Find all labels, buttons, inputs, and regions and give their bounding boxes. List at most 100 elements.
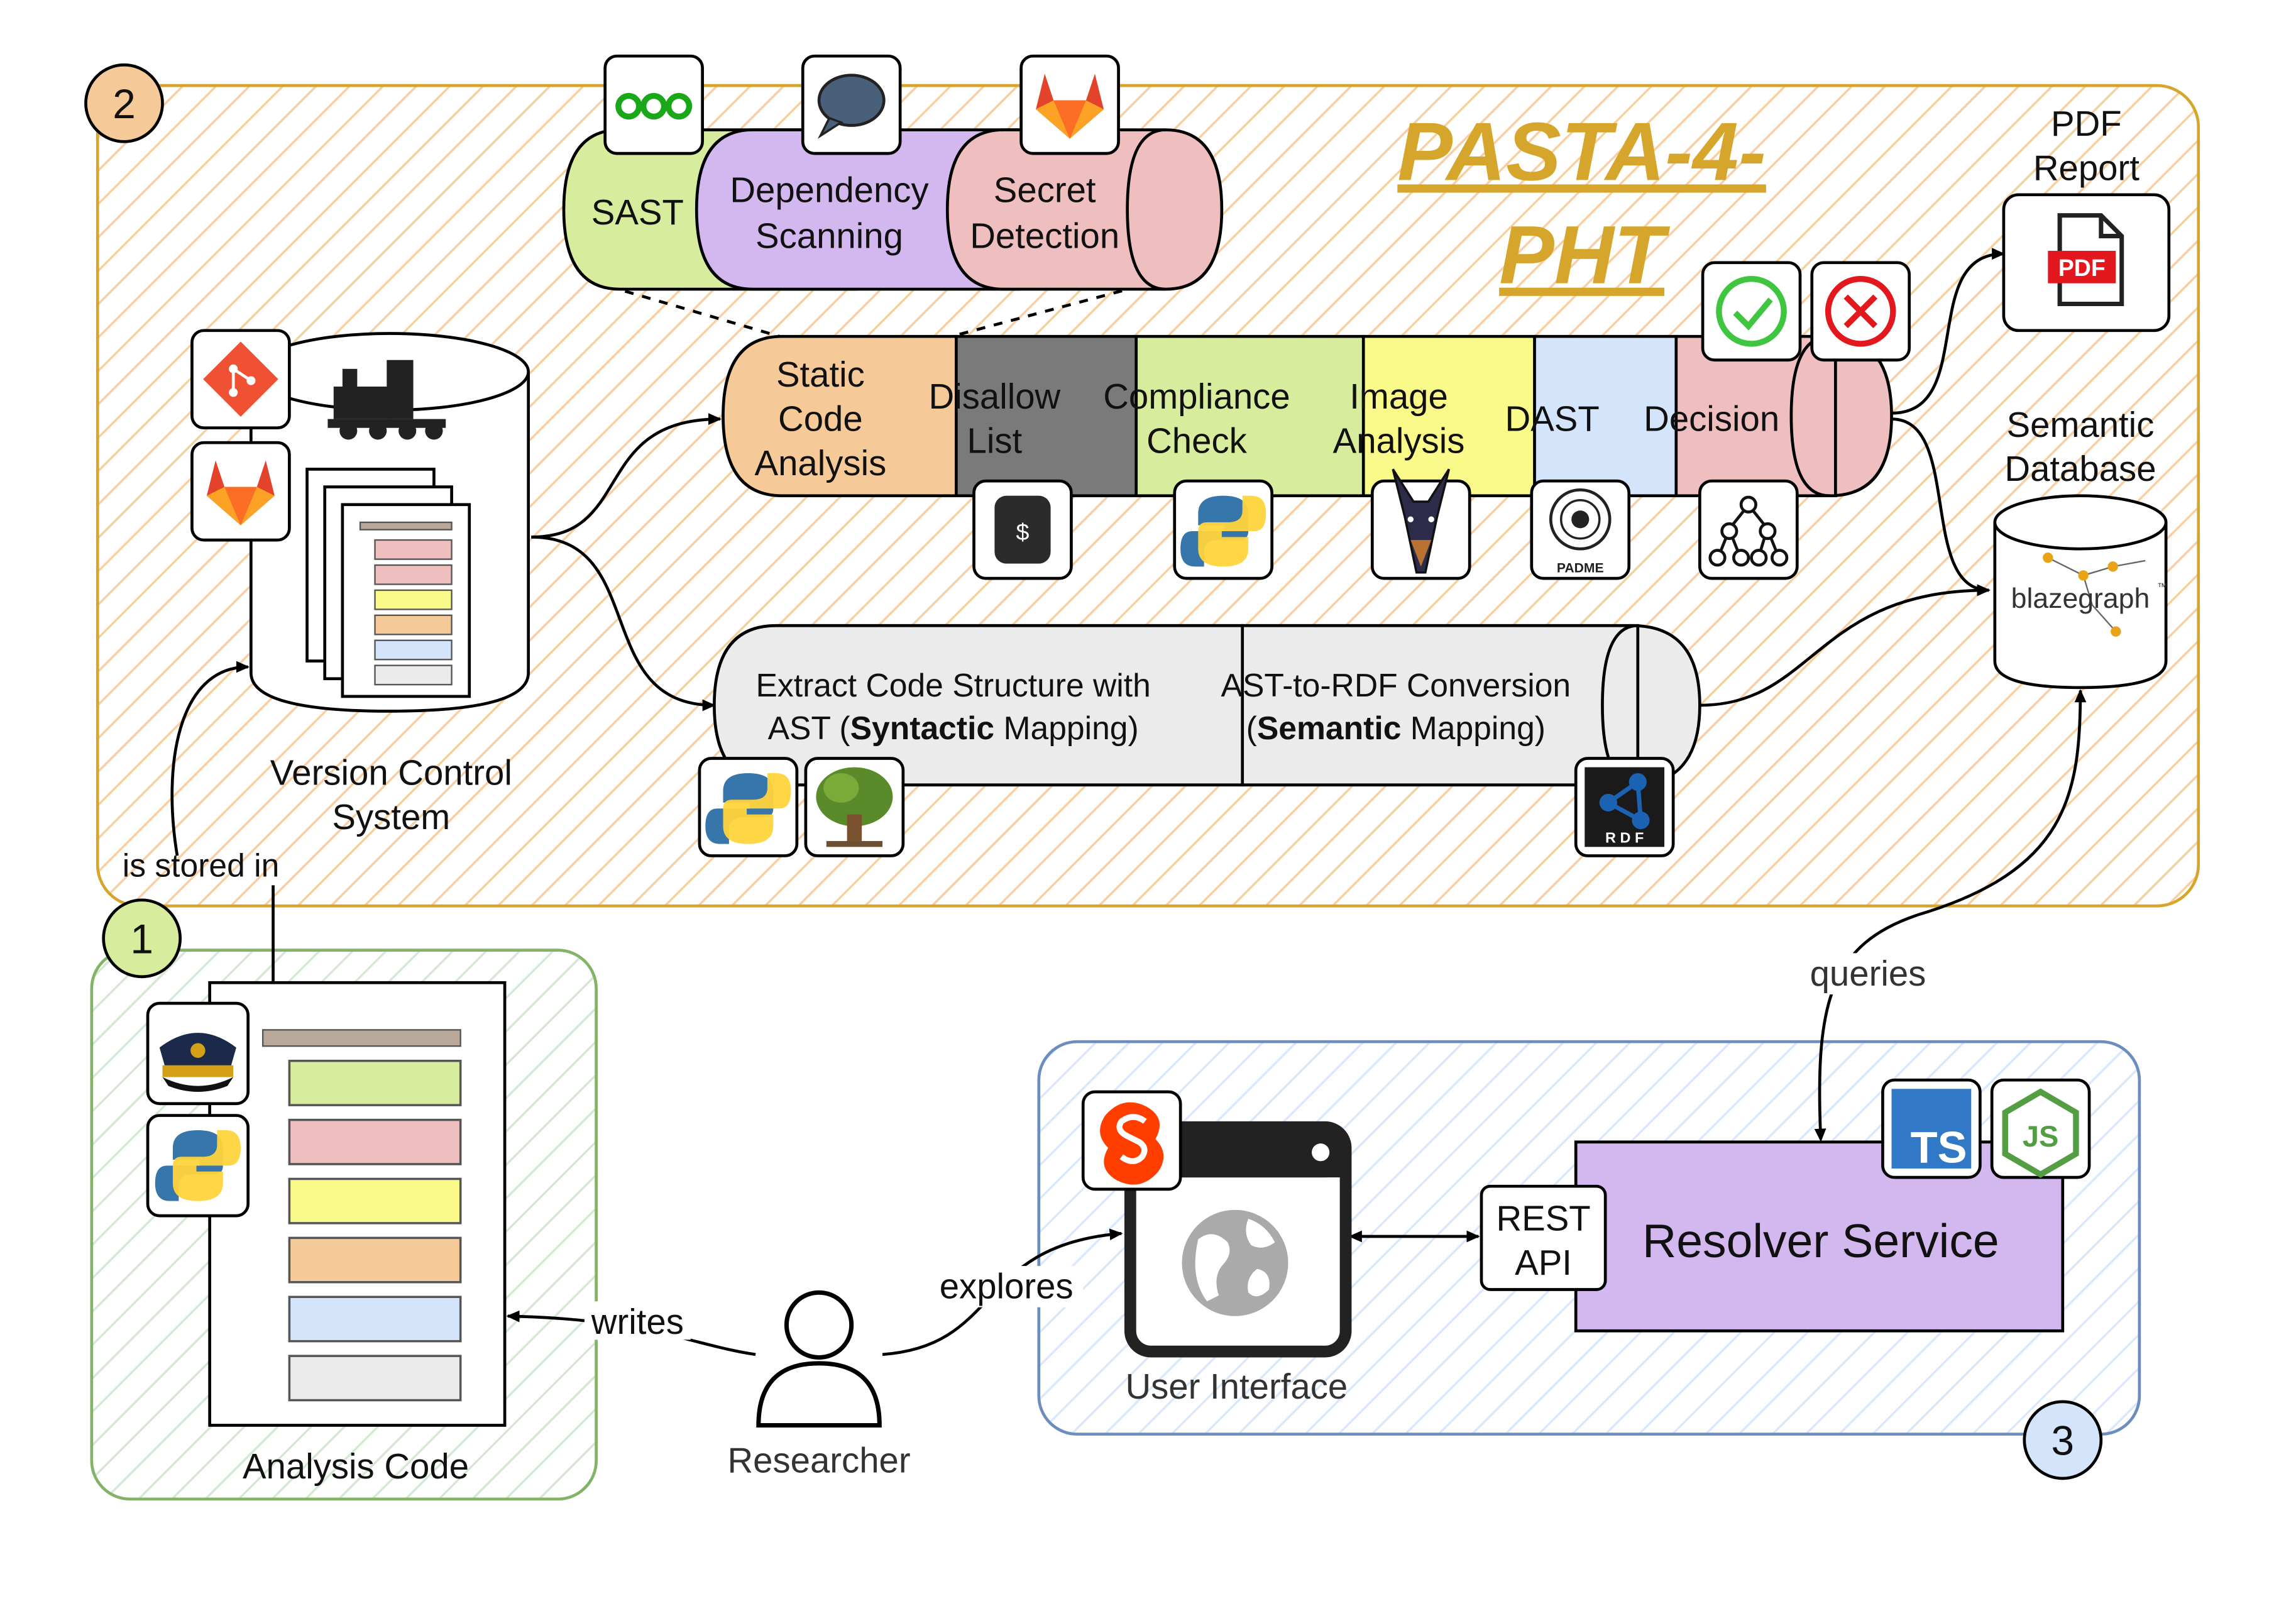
python-icon-ast — [698, 757, 799, 857]
user-interface-label: User Interface — [1125, 1367, 1348, 1406]
rest-label-2: API — [1515, 1243, 1572, 1282]
semdb-label-2: Database — [2004, 449, 2156, 488]
decision-tree-icon — [1698, 479, 1799, 580]
static-label-2: Code — [778, 399, 863, 438]
rdf-label-2: (Semantic Mapping) — [1246, 710, 1546, 746]
shell-icon: $ — [972, 479, 1073, 580]
title-line-1: PASTA-4- — [1397, 105, 1766, 197]
nodejs-icon: JS — [1990, 1078, 2091, 1179]
extract-label-1: Extract Code Structure with — [755, 667, 1150, 703]
python-icon-analysis — [146, 1114, 250, 1218]
extract-label-2: AST (Syntactic Mapping) — [768, 710, 1139, 746]
is-stored-in-label: is stored in — [123, 847, 280, 883]
globe-icon — [1182, 1209, 1288, 1316]
queries-arrow — [1814, 689, 2087, 1142]
nodejs-text: JS — [2023, 1120, 2058, 1153]
top-pipe: SAST Dependency Scanning Secret Detectio… — [562, 128, 1224, 291]
pdf-label-2: Report — [2033, 148, 2139, 187]
researcher-label: Researcher — [727, 1441, 910, 1480]
pdf-label-1: PDF — [2051, 104, 2122, 143]
pdf-icon: PDF — [2002, 193, 2171, 333]
zone-3-number: 3 — [2052, 1417, 2075, 1463]
analysis-code-document — [208, 981, 507, 1427]
extract-label-2c: Mapping) — [994, 710, 1139, 746]
rdf-icon: R D F — [1574, 757, 1675, 857]
zoom-line-right — [929, 285, 1140, 344]
git-icon — [190, 329, 291, 430]
vcs-to-semantic-arrow — [531, 536, 716, 712]
zoom-line-left — [607, 285, 801, 344]
zone-1-number: 1 — [130, 916, 153, 962]
semantic-database — [1993, 494, 2168, 690]
train-icon — [327, 360, 446, 440]
resolver-label: Resolver Service — [1642, 1214, 1999, 1267]
static-label-1: Static — [776, 355, 865, 394]
disallow-label-1: Disallow — [929, 377, 1061, 416]
sast-label: SAST — [591, 192, 684, 232]
resolver-service-box: Resolver Service — [1574, 1140, 2065, 1333]
decision-label: Decision — [1644, 399, 1779, 438]
reject-icon — [1810, 261, 1911, 362]
rdf-label-2c: Mapping) — [1401, 710, 1546, 746]
secret-label-2: Detection — [970, 216, 1119, 255]
blazegraph-text: blazegraph — [2011, 583, 2150, 614]
zone-3-badge: 3 — [2023, 1400, 2103, 1480]
title-line-2: PHT — [1499, 209, 1671, 301]
python-icon-compliance — [1173, 479, 1274, 580]
rdf-label-2a: ( — [1246, 710, 1257, 746]
padme-icon: PADME — [1530, 479, 1631, 580]
blazegraph-icon: blazegraph ™ — [2011, 553, 2167, 637]
decision-to-semdb-arrow — [1891, 417, 1991, 597]
version-control-system — [250, 332, 530, 713]
vcs-to-pipeline-arrow — [531, 413, 722, 539]
zone-2-badge: 2 — [84, 63, 164, 143]
extract-label-2b: Syntactic — [850, 710, 995, 746]
rdf-label-2b: Semantic — [1257, 710, 1402, 746]
blazegraph-trademark: ™ — [2157, 581, 2167, 593]
dobermann-icon — [1370, 468, 1471, 580]
rest-label-1: REST — [1496, 1199, 1590, 1238]
user-icon — [756, 1290, 882, 1428]
compliance-label-1: Compliance — [1103, 377, 1290, 416]
main-pipeline: Static Code Analysis Disallow List Compl… — [722, 334, 1893, 498]
speech-bubble-icon — [801, 54, 902, 155]
rdf-letters: R D F — [1605, 829, 1644, 845]
compliance-label-2: Check — [1146, 421, 1247, 461]
image-label-1: Image — [1349, 377, 1448, 416]
semdb-label-1: Semantic — [2007, 405, 2155, 444]
gitlab-icon-vcs — [190, 441, 291, 542]
semantic-to-semdb-arrow — [1700, 584, 1991, 707]
explores-label: explores — [940, 1267, 1074, 1306]
zone-2-number: 2 — [113, 81, 136, 127]
typescript-text: TS — [1911, 1123, 1967, 1172]
rest-api-box: REST API — [1480, 1184, 1607, 1291]
shell-symbol: $ — [1016, 521, 1030, 547]
static-label-3: Analysis — [755, 443, 887, 483]
extract-label-2a: AST ( — [768, 710, 850, 746]
vcs-label-2: System — [332, 797, 450, 837]
rdf-label-1: AST-to-RDF Conversion — [1221, 667, 1571, 703]
check-icon — [1701, 261, 1802, 362]
connectors — [170, 248, 2087, 1356]
secret-label-1: Secret — [994, 170, 1096, 210]
semantic-pipeline: Extract Code Structure with AST (Syntact… — [713, 624, 1701, 787]
pdf-icon-text: PDF — [2058, 255, 2106, 281]
writes-label: writes — [591, 1302, 684, 1341]
dependency-label-2: Scanning — [755, 216, 903, 255]
dependency-label-1: Dependency — [730, 170, 929, 210]
dast-label: DAST — [1505, 399, 1600, 438]
tree-icon — [804, 757, 905, 857]
nextcloud-icon — [603, 54, 704, 155]
padme-text: PADME — [1557, 561, 1604, 576]
analysis-code-label: Analysis Code — [243, 1446, 469, 1486]
decision-to-pdf-arrow — [1891, 248, 2006, 415]
disallow-label-2: List — [967, 421, 1023, 461]
vcs-label-1: Version Control — [270, 753, 512, 793]
image-label-2: Analysis — [1333, 421, 1465, 461]
captain-hat-icon — [146, 1001, 250, 1106]
svelte-icon — [1081, 1090, 1182, 1191]
typescript-icon: TS — [1881, 1078, 1982, 1179]
zone-1-badge: 1 — [102, 898, 182, 979]
gitlab-icon-top — [1019, 54, 1120, 155]
is-stored-in-arrow — [170, 667, 275, 983]
